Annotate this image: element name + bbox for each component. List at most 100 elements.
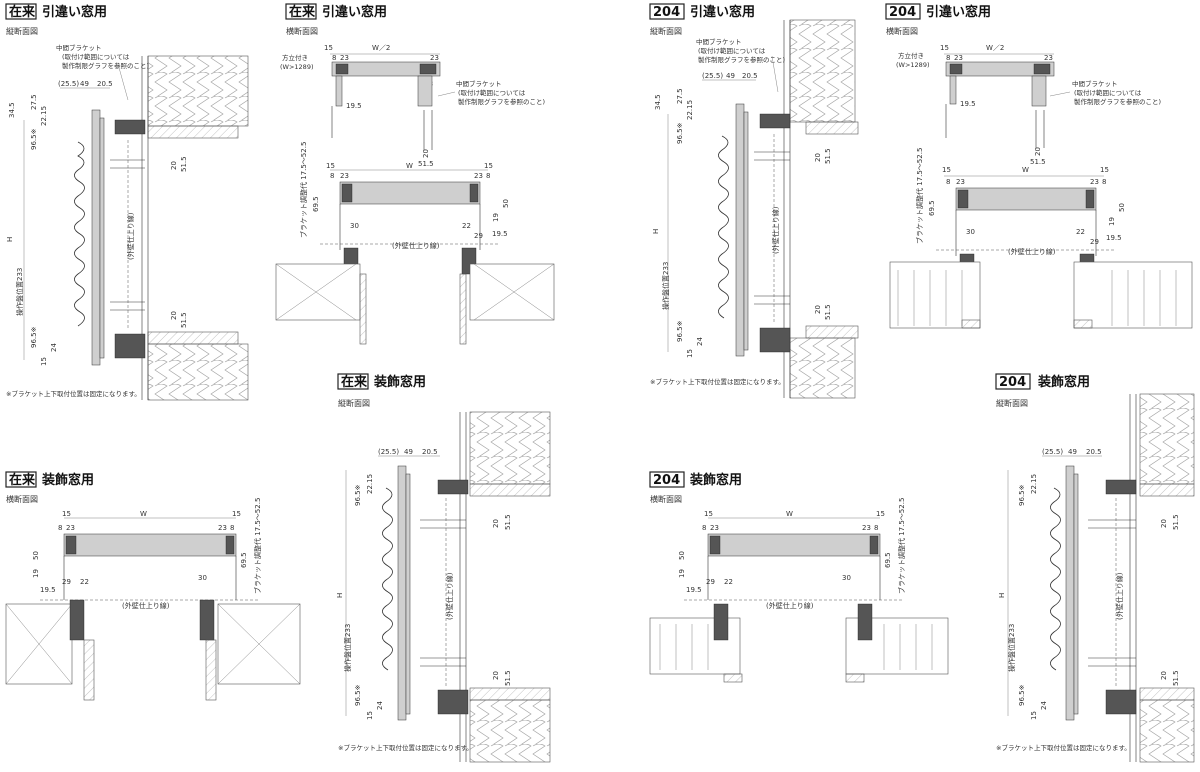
panel-vertical-section-conventional-decorative: 在来 装飾窓用 縦断面図 (25.5) 49: [336, 373, 551, 763]
svg-text:96.5※: 96.5※: [1018, 684, 1026, 706]
footnote: ※ブラケット上下取付位置は固定になります。: [996, 743, 1131, 752]
svg-text:8: 8: [1102, 178, 1106, 186]
exterior-wall: [783, 19, 859, 399]
svg-text:8: 8: [946, 54, 950, 62]
svg-text:29: 29: [474, 232, 483, 240]
svg-text:横断面図: 横断面図: [286, 26, 318, 36]
svg-text:(外壁仕上り線): (外壁仕上り線): [1008, 247, 1056, 256]
svg-text:50: 50: [678, 551, 686, 560]
svg-text:W: W: [786, 510, 793, 518]
mullion-detail: 方立付き (W>1289) 15 W／2 23 8 23 38 19.5 20 …: [280, 44, 441, 168]
svg-text:24: 24: [376, 701, 384, 710]
svg-text:204: 204: [999, 375, 1026, 390]
panel-header: 在来 引違い窓用 横断面図: [285, 3, 387, 36]
svg-text:19.5: 19.5: [40, 586, 56, 594]
footnote: ※ブラケット上下取付位置は固定になります。: [338, 743, 473, 752]
svg-text:20: 20: [1034, 147, 1042, 156]
svg-text:在来: 在来: [9, 472, 36, 488]
panel-horizontal-section-conventional-sliding: 在来 引違い窓用 横断面図 方立付き (W>1289) 15 W／2 23 8 …: [275, 3, 555, 345]
svg-text:96.5※: 96.5※: [676, 122, 684, 144]
svg-text:34.5: 34.5: [8, 102, 16, 118]
svg-text:(外壁仕上り線): (外壁仕上り線): [771, 206, 780, 254]
svg-text:装飾窓用: 装飾窓用: [689, 472, 742, 488]
svg-text:20: 20: [492, 671, 500, 680]
svg-text:製作制限グラフを参照のこと): 製作制限グラフを参照のこと): [1074, 97, 1161, 106]
svg-text:ブラケット調整代 17.5〜52.5: ブラケット調整代 17.5〜52.5: [897, 498, 906, 594]
svg-text:34.5: 34.5: [654, 94, 662, 110]
svg-text:29: 29: [706, 578, 715, 586]
svg-text:51.5: 51.5: [504, 670, 512, 686]
svg-text:15: 15: [326, 162, 335, 170]
svg-text:装飾窓用: 装飾窓用: [373, 374, 426, 390]
svg-text:横断面図: 横断面図: [6, 494, 38, 504]
svg-text:8: 8: [702, 524, 706, 532]
svg-text:23: 23: [340, 54, 349, 62]
svg-text:20: 20: [492, 519, 500, 528]
svg-text:15: 15: [62, 510, 71, 518]
svg-text:19.5: 19.5: [492, 230, 508, 238]
svg-text:H: H: [336, 593, 344, 598]
svg-text:15: 15: [1100, 166, 1109, 174]
dimension-labels: (25.5) 49 20.5 22.15 96.5※ 20 51.5 H 操作盤…: [998, 448, 1180, 720]
svg-text:在来: 在来: [289, 4, 316, 20]
svg-text:8: 8: [874, 524, 878, 532]
panel-header: 204 引違い窓用 横断面図: [885, 3, 991, 36]
view-label: 縦断面図: [6, 26, 38, 36]
panel-vertical-section-conventional-sliding: 在来 引違い窓用 縦断面図 中間ブラケット (取付け範囲については 製作制限グラ…: [5, 3, 249, 401]
svg-text:(外壁仕上り線): (外壁仕上り線): [392, 241, 440, 250]
svg-text:H: H: [6, 237, 14, 242]
svg-text:横断面図: 横断面図: [886, 26, 918, 36]
svg-text:49: 49: [1068, 448, 1077, 456]
svg-text:(外壁仕上り線): (外壁仕上り線): [126, 212, 135, 260]
svg-text:製作制限グラフを参照のこと): 製作制限グラフを参照のこと): [698, 55, 785, 64]
svg-text:方立付き: 方立付き: [898, 51, 924, 60]
svg-text:22: 22: [1076, 228, 1085, 236]
svg-text:51.5: 51.5: [1172, 514, 1180, 530]
wall-section: [889, 261, 1193, 329]
svg-text:69.5: 69.5: [884, 552, 892, 568]
svg-text:20: 20: [1160, 519, 1168, 528]
svg-text:24: 24: [50, 343, 58, 352]
svg-text:29: 29: [62, 578, 71, 586]
svg-text:30: 30: [198, 574, 207, 582]
svg-text:27.5: 27.5: [30, 94, 38, 110]
svg-text:49: 49: [80, 80, 89, 88]
svg-text:製作制限グラフを参照のこと): 製作制限グラフを参照のこと): [458, 97, 545, 106]
shutter-frame: [718, 103, 791, 357]
dimension-labels: (25.5) 49 20.5 22.15 96.5※ 20 51.5 H 操作盤…: [336, 448, 512, 720]
svg-text:23: 23: [218, 524, 227, 532]
svg-text:96.5※: 96.5※: [354, 684, 362, 706]
svg-text:15: 15: [1030, 711, 1038, 720]
svg-text:20: 20: [814, 305, 822, 314]
svg-text:23: 23: [66, 524, 75, 532]
svg-text:22.15: 22.15: [686, 100, 694, 120]
svg-text:22: 22: [462, 222, 471, 230]
svg-text:(25.5): (25.5): [58, 80, 79, 88]
svg-text:中間ブラケット: 中間ブラケット: [1072, 79, 1118, 88]
svg-text:20.5: 20.5: [97, 80, 113, 88]
svg-text:15: 15: [876, 510, 885, 518]
svg-text:縦断面図: 縦断面図: [650, 26, 682, 36]
panel-horizontal-section-conventional-decorative: 在来 装飾窓用 横断面図 15 W 15 8 23 23 8 50 19 29 …: [5, 471, 301, 701]
svg-text:23: 23: [474, 172, 483, 180]
svg-text:中間ブラケット: 中間ブラケット: [56, 43, 102, 52]
svg-text:30: 30: [350, 222, 359, 230]
svg-text:(取付け範囲については: (取付け範囲については: [698, 46, 766, 55]
svg-text:96.5※: 96.5※: [30, 326, 38, 348]
exterior-wall: [459, 411, 551, 763]
svg-text:19.5: 19.5: [346, 102, 362, 110]
panel-vertical-section-204-sliding: 204 引違い窓用 縦断面図 中間ブラケット (取付け範囲については 製作制限グ…: [649, 3, 859, 399]
svg-text:(取付け範囲については: (取付け範囲については: [62, 52, 130, 61]
wall-section: [275, 263, 555, 345]
svg-text:27.5: 27.5: [676, 88, 684, 104]
svg-text:操作盤位置233: 操作盤位置233: [1007, 624, 1016, 672]
svg-text:縦断面図: 縦断面図: [996, 398, 1028, 408]
exterior-wall: [1129, 393, 1195, 763]
svg-text:22.15: 22.15: [40, 106, 48, 126]
panel-horizontal-section-204-sliding: 204 引違い窓用 横断面図 方立付き (W>1289) 15 W／2 23 8…: [885, 3, 1193, 329]
svg-text:W: W: [140, 510, 147, 518]
category-tag: 在来: [9, 4, 36, 20]
svg-text:96.5※: 96.5※: [676, 320, 684, 342]
svg-text:23: 23: [862, 524, 871, 532]
svg-text:23: 23: [340, 172, 349, 180]
